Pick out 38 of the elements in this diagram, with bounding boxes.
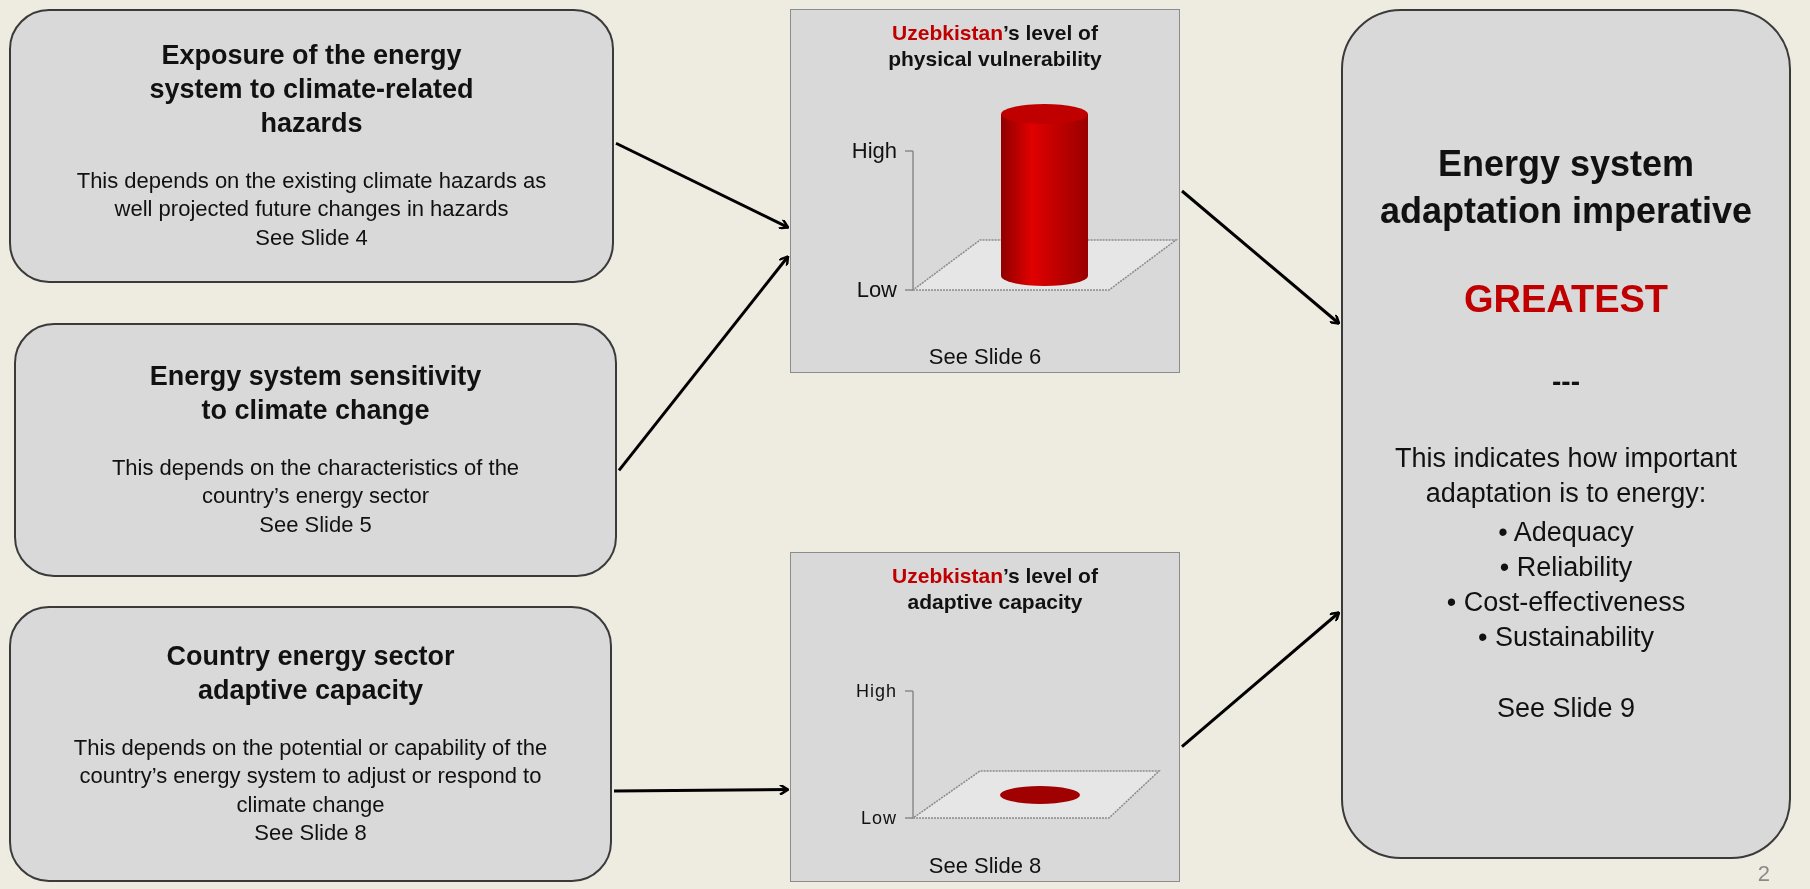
arrow <box>1181 189 1341 325</box>
slide-reference: See Slide 8 <box>254 819 367 848</box>
axis-label: Low <box>860 809 897 827</box>
slide-reference: See Slide 9 <box>1496 692 1636 726</box>
chart-panel <box>790 552 1180 882</box>
box-description: This depends on the characteristics of the country’s energy sector <box>110 453 521 511</box>
box-heading: Country energy sector adaptive capacity <box>165 640 456 707</box>
bullet-item: • Reliability <box>1499 551 1633 585</box>
chart-title: Uzebkistan’s level of adaptive capacity <box>891 563 1099 616</box>
rounded-box <box>9 9 614 283</box>
chart-panel <box>790 9 1180 373</box>
page-number: 2 <box>1757 861 1770 887</box>
bullet-item: • Adequacy <box>1498 516 1634 550</box>
slide-reference: See Slide 6 <box>927 344 1043 370</box>
axis-label: Low <box>856 279 897 301</box>
box-description: This indicates how important adaptation is to energy: <box>1393 441 1739 510</box>
box-heading: Exposure of the energy system to climate-related hazards <box>148 39 475 140</box>
rating-text: GREATEST <box>1463 277 1669 323</box>
bullet-item: • Sustainability <box>1477 621 1654 655</box>
separator-text: --- <box>1552 365 1580 400</box>
arrow <box>1181 611 1341 748</box>
arrow <box>617 255 790 472</box>
rounded-box <box>9 606 612 882</box>
bullet-item: • Cost-effectiveness <box>1446 586 1686 620</box>
slide-reference: See Slide 5 <box>259 511 372 540</box>
rounded-box <box>14 323 617 577</box>
arrow <box>614 783 790 796</box>
box-description: This depends on the potential or capability of the country’s energy system to adjust or respond to climate change <box>72 733 549 819</box>
rounded-box <box>1341 9 1791 859</box>
box-heading: Energy system adaptation imperative <box>1378 142 1754 234</box>
chart-title: Uzebkistan’s level of physical vulnerability <box>887 20 1103 73</box>
slide-reference: See Slide 4 <box>255 223 368 252</box>
axis-label: High <box>851 140 897 162</box>
arrow <box>615 141 790 230</box>
slide-reference: See Slide 8 <box>927 853 1043 879</box>
box-description: This depends on the existing climate hazards as well projected future changes in hazards <box>75 166 548 224</box>
box-heading: Energy system sensitivity to climate change <box>148 360 483 428</box>
axis-label: High <box>855 682 897 700</box>
